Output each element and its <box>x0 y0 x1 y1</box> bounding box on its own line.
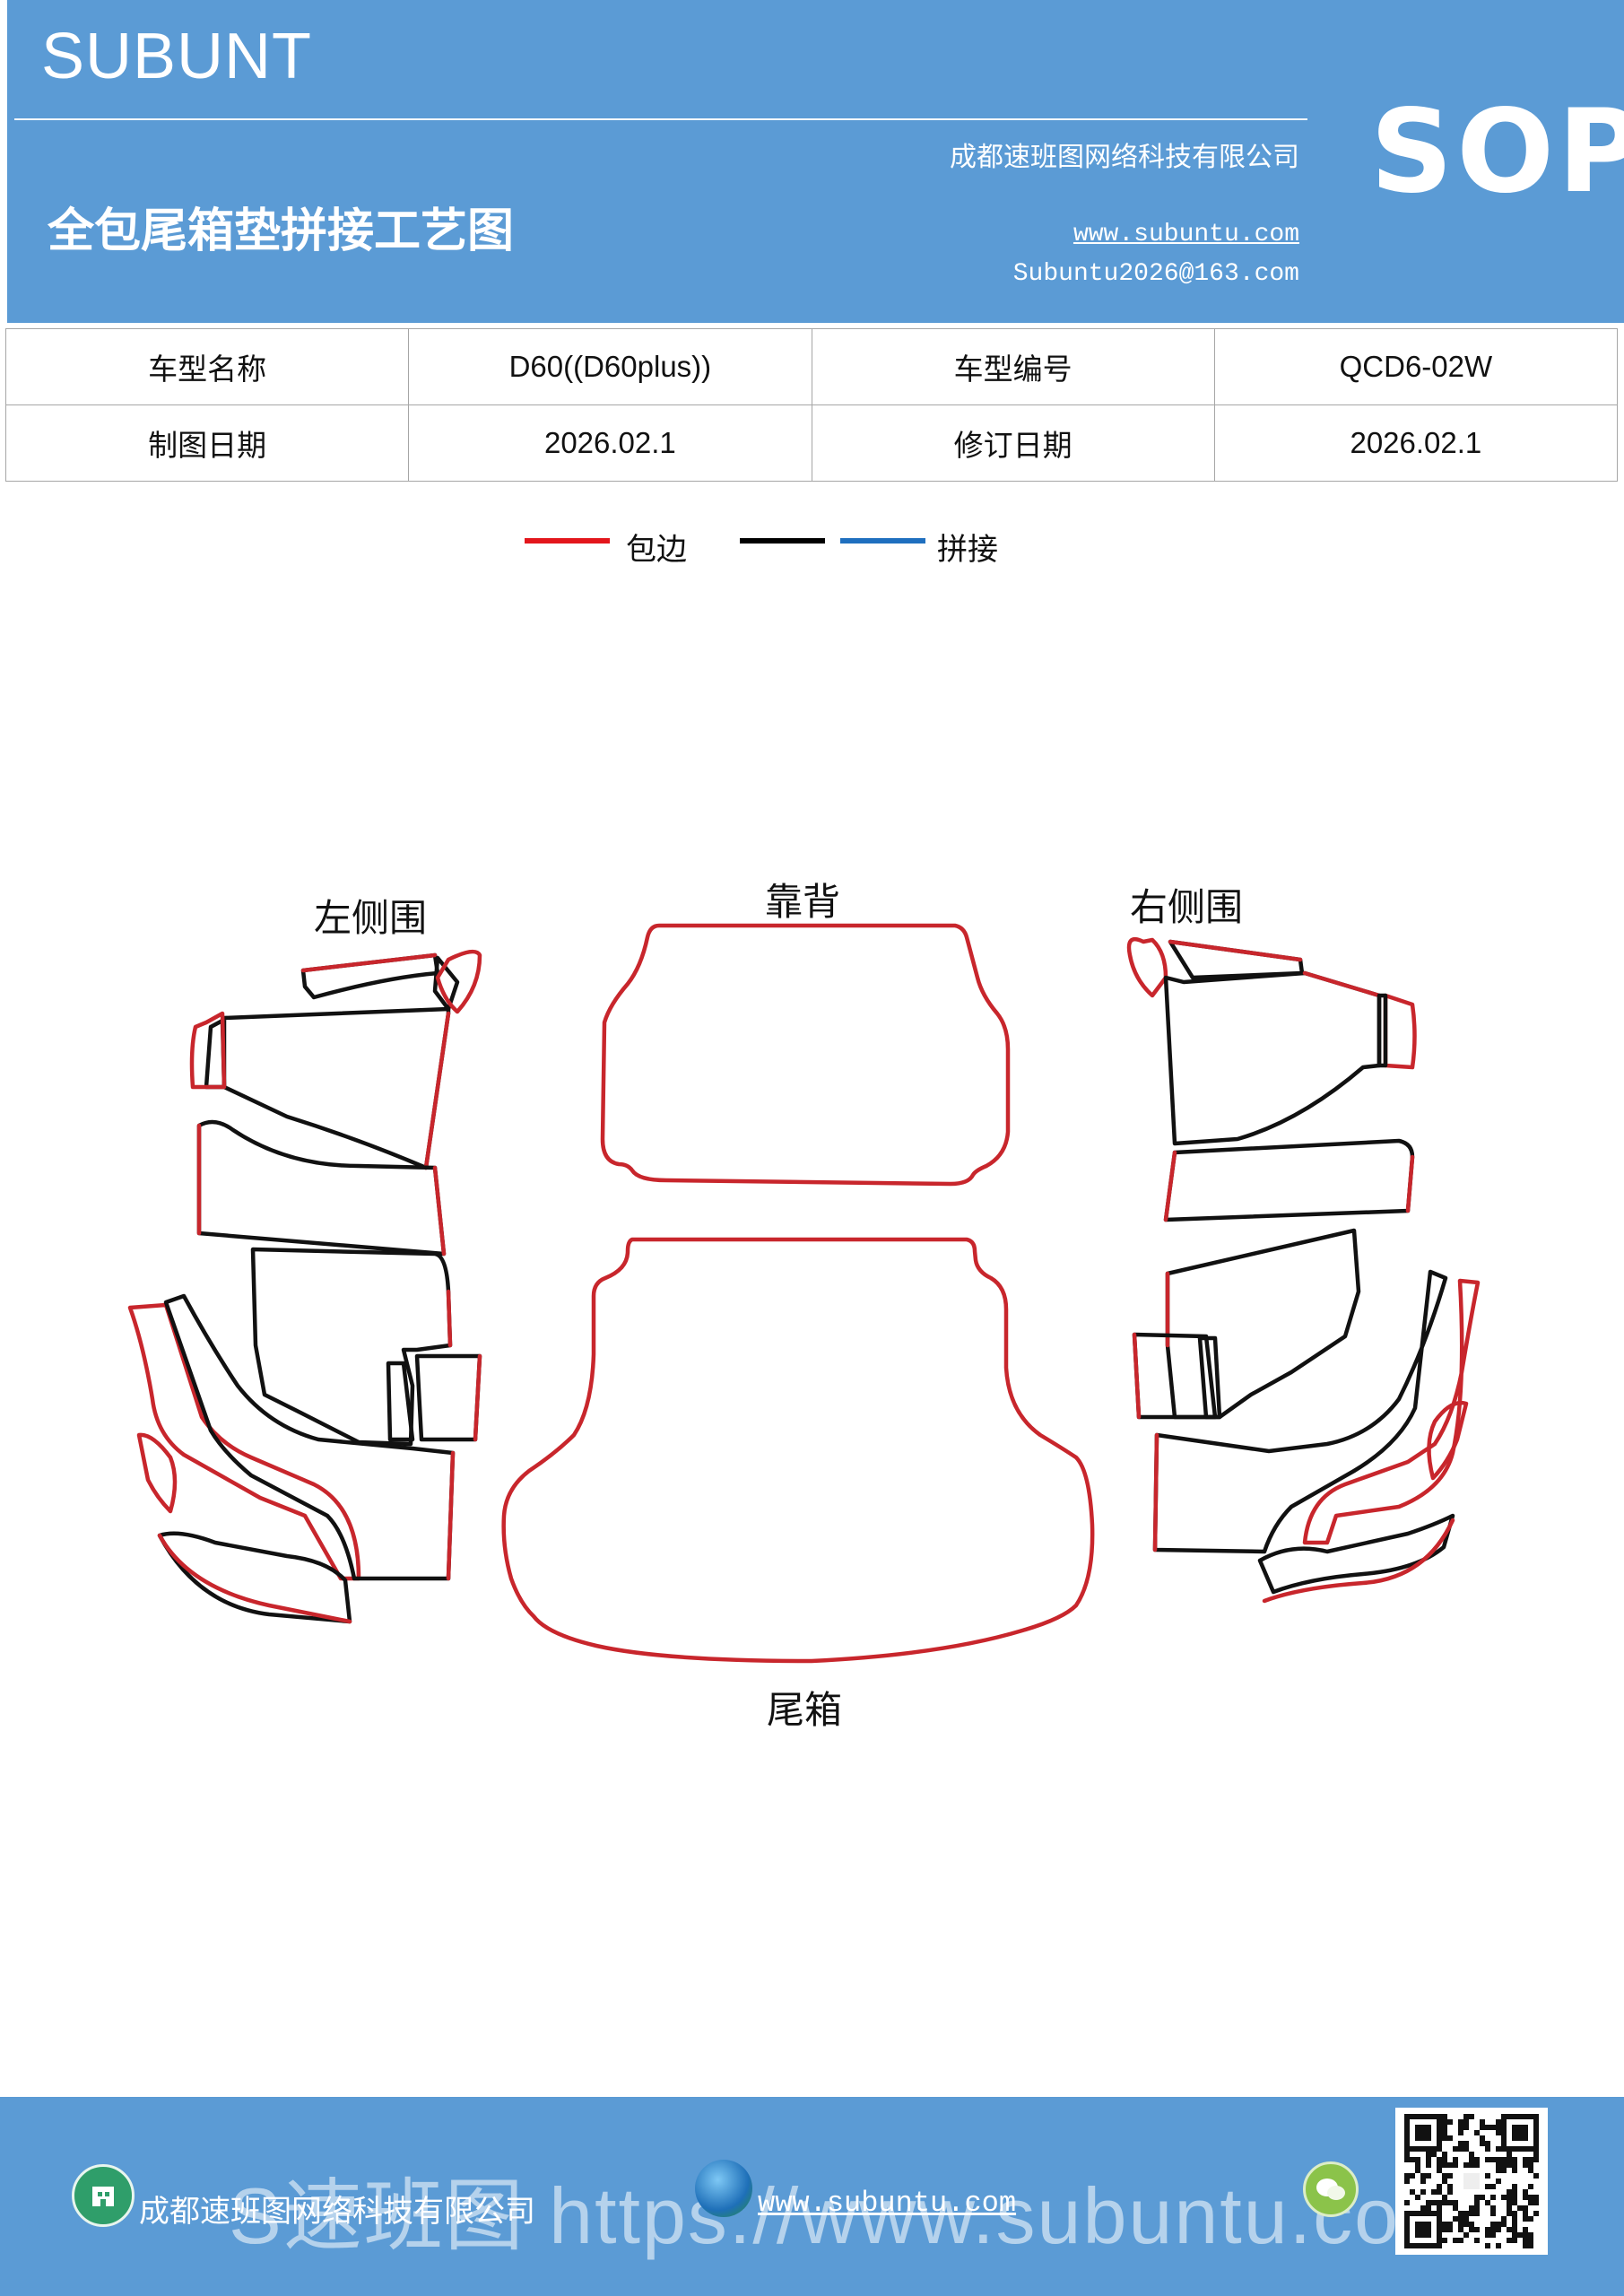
qr-code <box>1395 2108 1548 2255</box>
revision-date-label: 修订日期 <box>811 404 1215 482</box>
email-address[interactable]: Subuntu2026@163.com <box>1012 260 1299 288</box>
brand-name: SUBUNT <box>41 21 313 92</box>
model-name-value: D60((D60plus)) <box>408 328 812 405</box>
model-name-label: 车型名称 <box>4 328 410 405</box>
header-divider <box>14 118 1307 120</box>
legend-swatch-edging <box>525 538 610 544</box>
label-left-side-panel: 左侧围 <box>314 896 428 940</box>
trunk-floor-panel <box>501 1237 1095 1664</box>
legend: 包边 拼接 <box>0 525 1624 578</box>
header-banner: SUBUNT 成都速班图网络科技有限公司 SOP 全包尾箱垫拼接工艺图 www.… <box>7 0 1624 323</box>
left-side-panels <box>127 949 482 1624</box>
wechat-icon <box>1303 2161 1359 2217</box>
website-link[interactable]: www.subuntu.com <box>1073 221 1299 248</box>
legend-label-splice: 拼接 <box>937 532 998 568</box>
trunk-mat-diagram <box>127 923 1481 1664</box>
legend-swatch-black <box>740 538 825 544</box>
table-row: 车型名称 D60((D60plus)) 车型编号 QCD6-02W <box>4 328 1619 405</box>
right-side-panels <box>1126 936 1481 1604</box>
backrest-panel <box>600 923 1011 1187</box>
label-backrest: 靠背 <box>765 880 841 924</box>
footer-watermark: S速班图 https://www.subuntu.com <box>229 2171 1468 2260</box>
doc-type-badge: SOP <box>1370 85 1624 219</box>
draw-date-label: 制图日期 <box>4 404 410 482</box>
building-icon <box>72 2164 135 2227</box>
draw-date-value: 2026.02.1 <box>408 404 812 482</box>
document-title: 全包尾箱垫拼接工艺图 <box>48 204 515 258</box>
globe-icon <box>695 2160 752 2217</box>
footer-banner: S速班图 https://www.subuntu.com 成都速班图网络科技有限… <box>0 2097 1624 2296</box>
label-trunk: 尾箱 <box>767 1688 843 1732</box>
legend-swatch-splice <box>840 538 925 544</box>
company-name: 成都速班图网络科技有限公司 <box>950 142 1299 173</box>
model-code-value: QCD6-02W <box>1213 328 1619 405</box>
legend-label-edging: 包边 <box>626 532 687 568</box>
vehicle-info-table: 车型名称 D60((D60plus)) 车型编号 QCD6-02W 制图日期 2… <box>4 328 1619 482</box>
table-row: 制图日期 2026.02.1 修订日期 2026.02.1 <box>4 404 1619 482</box>
footer-website-link[interactable]: www.subuntu.com <box>758 2187 1017 2220</box>
footer-company-name: 成都速班图网络科技有限公司 <box>139 2194 535 2230</box>
label-right-side-panel: 右侧围 <box>1130 885 1244 929</box>
revision-date-value: 2026.02.1 <box>1213 404 1619 482</box>
model-code-label: 车型编号 <box>811 328 1215 405</box>
